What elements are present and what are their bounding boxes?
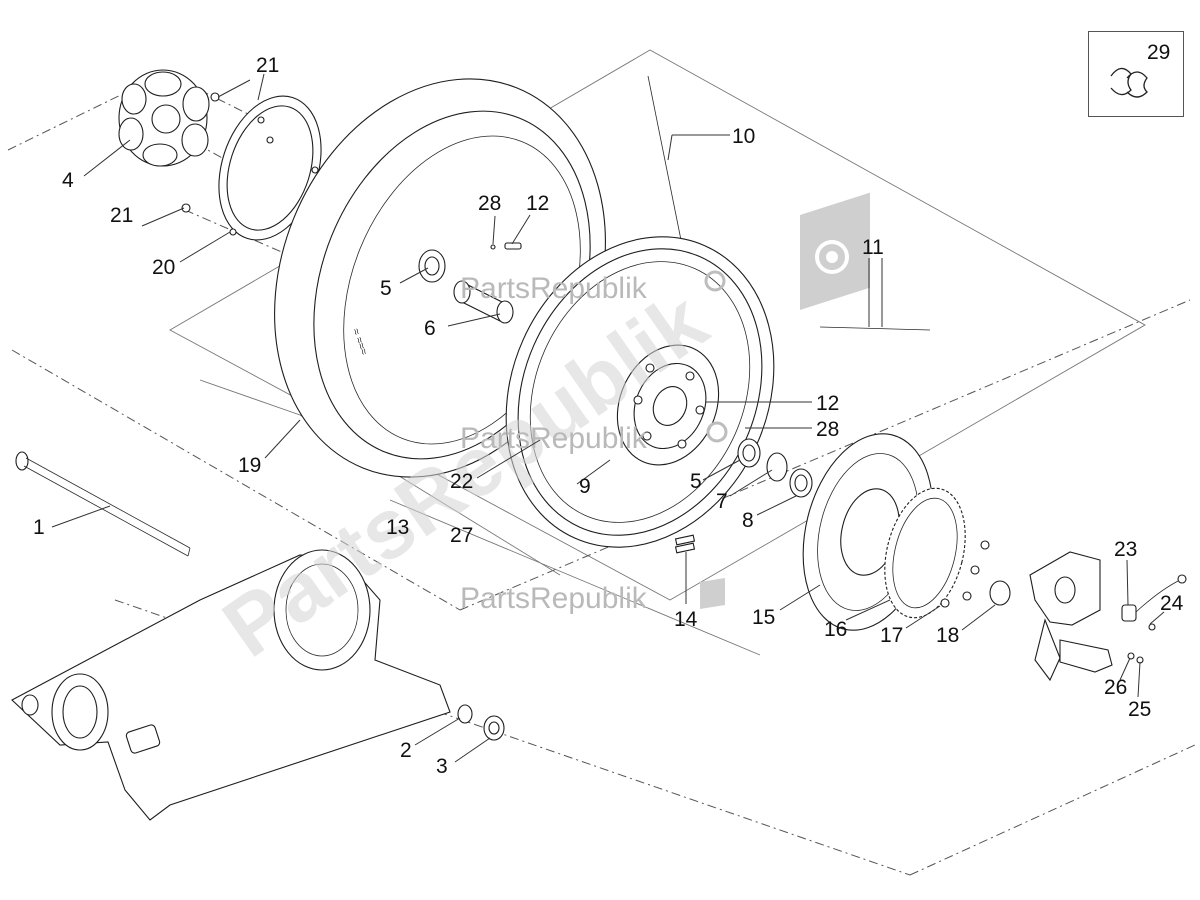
part-label-21-top: 21 <box>256 54 279 77</box>
disc-bolts <box>940 540 1011 608</box>
watermark-text-bottom: PartsRepublik <box>460 582 648 615</box>
flange-ring <box>218 95 322 241</box>
gear-icon-small-2 <box>706 421 728 443</box>
part-label-7: 7 <box>716 490 728 513</box>
bearing-and-spacer <box>418 249 514 324</box>
leader-lines <box>51 73 1165 763</box>
gear-flag-icon <box>800 192 870 310</box>
gear-icon-small-1 <box>704 270 726 292</box>
part-label-12-right: 12 <box>816 392 839 415</box>
legend-svg: 29 <box>1110 41 1170 98</box>
axle <box>15 451 191 557</box>
balance-weights <box>674 534 696 554</box>
part-label-15: 15 <box>752 606 775 629</box>
part-label-8: 8 <box>742 509 754 532</box>
part-label-2: 2 <box>400 739 412 762</box>
part-label-14: 14 <box>674 608 698 631</box>
wheel-hub <box>616 344 720 466</box>
part-label-28-right: 28 <box>816 418 839 441</box>
long-spoke <box>819 326 931 331</box>
part-label-24: 24 <box>1160 592 1184 615</box>
cush-drive-rubber <box>118 69 210 167</box>
part-label-12-top: 12 <box>526 192 549 215</box>
spoke <box>647 75 682 241</box>
axle-nut-set <box>457 704 505 741</box>
part-label-29: 29 <box>1147 41 1170 64</box>
part-label-16: 16 <box>824 618 847 641</box>
part-label-28-top: 28 <box>478 192 501 215</box>
watermark-text-middle: PartsRepublik <box>460 422 648 455</box>
swingarm <box>11 549 451 821</box>
part-label-11: 11 <box>862 236 884 259</box>
part-label-1: 1 <box>33 516 45 539</box>
part-label-13: 13 <box>386 516 409 539</box>
abs-sensor <box>1121 574 1187 664</box>
right-bearing-set <box>737 438 813 498</box>
part-label-6: 6 <box>424 317 436 340</box>
abs-tone-ring <box>884 487 966 619</box>
part-label-27: 27 <box>450 524 473 547</box>
part-label-4: 4 <box>62 169 74 192</box>
part-number-labels: 21 4 21 20 28 12 10 11 5 6 12 28 19 22 9… <box>33 54 1184 778</box>
part-label-22: 22 <box>450 470 473 493</box>
part-label-23: 23 <box>1114 538 1137 561</box>
part-label-9: 9 <box>579 475 591 498</box>
part-label-19: 19 <box>238 454 261 477</box>
part-label-18: 18 <box>936 624 959 647</box>
part-label-26: 26 <box>1104 676 1127 699</box>
part-label-17: 17 <box>880 624 903 647</box>
part-label-10: 10 <box>732 125 755 148</box>
part-label-25: 25 <box>1128 698 1151 721</box>
part-label-5-right: 5 <box>690 470 702 493</box>
clip-icon <box>1110 67 1148 98</box>
legend-box-clip: 29 <box>1088 31 1184 117</box>
watermark-text-top: PartsRepublik <box>460 272 648 305</box>
part-label-3: 3 <box>436 755 448 778</box>
part-label-20: 20 <box>152 256 175 279</box>
screws <box>181 92 220 213</box>
part-label-21-bottom: 21 <box>110 204 133 227</box>
gear-icon-small-3 <box>700 578 725 609</box>
part-label-5-left: 5 <box>380 277 392 300</box>
brake-caliper <box>1029 551 1113 682</box>
